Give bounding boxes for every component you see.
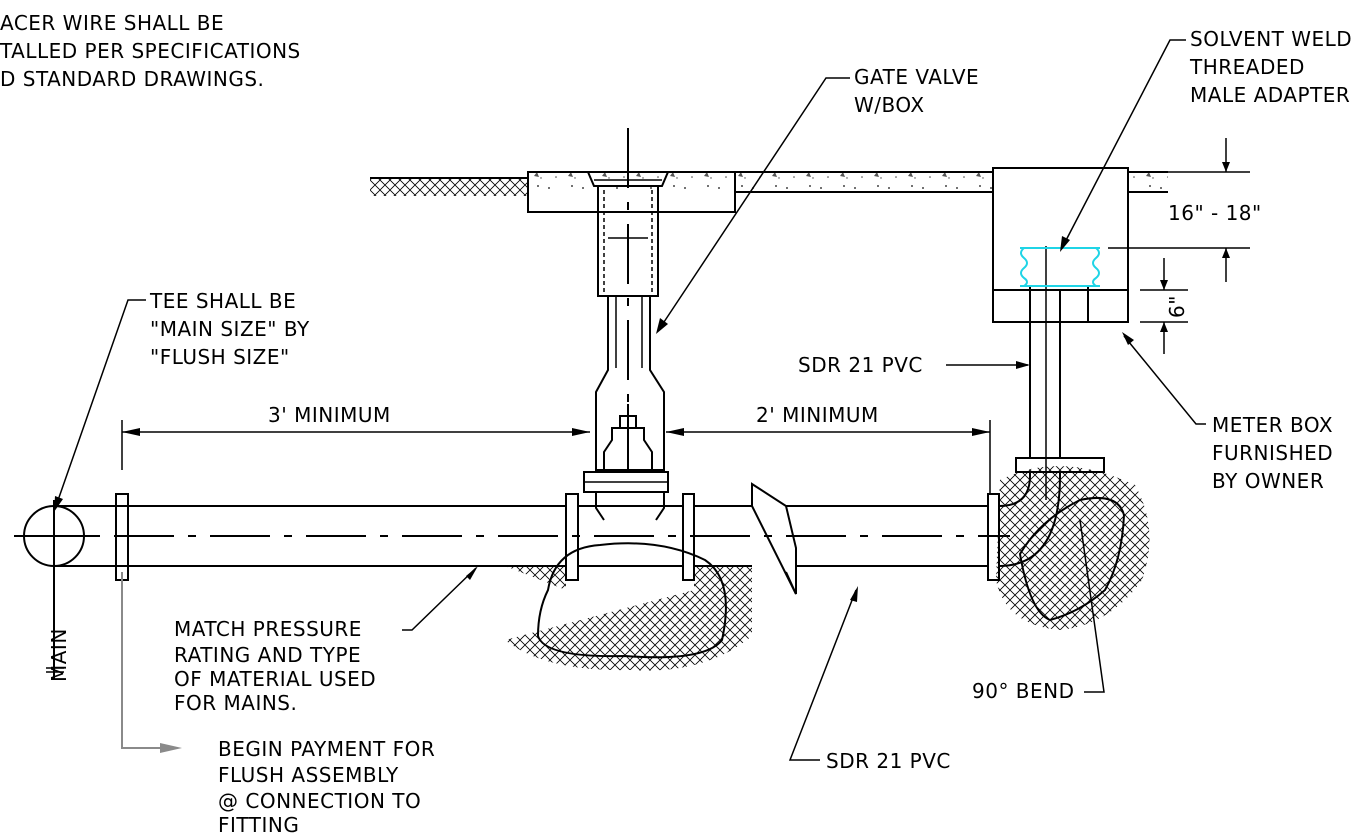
gate-valve (583, 404, 669, 521)
dim-6-label: 6" (1165, 295, 1189, 318)
solvent-line-3: MALE ADAPTER (1190, 83, 1350, 107)
solvent-line-1: SOLVENT WELD (1190, 27, 1352, 51)
solvent-line-2: THREADED (1189, 55, 1305, 79)
main-text: MAIN (47, 628, 71, 682)
ground-surface (370, 171, 1168, 196)
label-three-minimum: 3' MINIMUM (268, 403, 391, 427)
payment-line-2: FLUSH ASSEMBLY (218, 763, 399, 787)
gate-valve-line-1: GATE VALVE (854, 65, 979, 89)
note-tracer-wire: ACER WIRE SHALL BE TALLED PER SPECIFICAT… (0, 11, 301, 91)
payment-line-3: @ CONNECTION TO (218, 789, 421, 813)
tee-line-1: TEE SHALL BE (149, 289, 296, 313)
match-line-4: FOR MAINS. (174, 691, 297, 715)
label-two-minimum: 2' MINIMUM (756, 403, 879, 427)
leader-lines (54, 39, 1206, 761)
tracer-line-3: D STANDARD DRAWINGS. (0, 67, 264, 91)
match-line-2: RATING AND TYPE (174, 643, 361, 667)
label-tee: TEE SHALL BE "MAIN SIZE" BY "FLUSH SIZE" (149, 289, 310, 369)
service-riser (1015, 246, 1105, 500)
label-90-bend: 90° BEND (972, 679, 1075, 703)
tee-main-circle (14, 500, 96, 680)
tee-line-3: "FLUSH SIZE" (150, 345, 290, 369)
match-line-3: OF MATERIAL USED (174, 667, 376, 691)
meter-line-3: BY OWNER (1212, 469, 1324, 493)
male-adapter (1020, 247, 1100, 287)
label-sdr-lower: SDR 21 PVC (826, 749, 951, 773)
tracer-line-1: ACER WIRE SHALL BE (0, 11, 224, 35)
meter-box (992, 167, 1129, 323)
meter-box-dimensions (1108, 138, 1250, 354)
bend-thrust-block (996, 466, 1150, 630)
label-main: MAIN (46, 628, 71, 682)
gate-valve-line-2: W/BOX (854, 93, 925, 117)
tracer-line-2: TALLED PER SPECIFICATIONS (0, 39, 301, 63)
match-line-1: MATCH PRESSURE (174, 617, 362, 641)
payment-line-1: BEGIN PAYMENT FOR (218, 737, 435, 761)
label-meter-box: METER BOX FURNISHED BY OWNER (1212, 413, 1333, 493)
minimum-dimensions (121, 420, 991, 494)
dim-16-18-label: 16" - 18" (1168, 201, 1262, 225)
label-match-pressure: MATCH PRESSURE RATING AND TYPE OF MATERI… (174, 617, 376, 715)
label-sdr-upper: SDR 21 PVC (798, 353, 923, 377)
pipe-break-symbol (751, 482, 797, 595)
meter-line-1: METER BOX (1212, 413, 1333, 437)
main-pipe (18, 505, 1010, 567)
label-gate-valve: GATE VALVE W/BOX (854, 65, 979, 117)
valve-thrust-block (505, 542, 752, 671)
label-begin-payment: BEGIN PAYMENT FOR FLUSH ASSEMBLY @ CONNE… (218, 737, 435, 835)
payment-line-4: FITTING (218, 813, 299, 835)
label-solvent-weld: SOLVENT WELD THREADED MALE ADAPTER (1189, 27, 1352, 107)
meter-line-2: FURNISHED (1212, 441, 1333, 465)
valve-box (586, 128, 670, 471)
tee-line-2: "MAIN SIZE" BY (150, 317, 310, 341)
